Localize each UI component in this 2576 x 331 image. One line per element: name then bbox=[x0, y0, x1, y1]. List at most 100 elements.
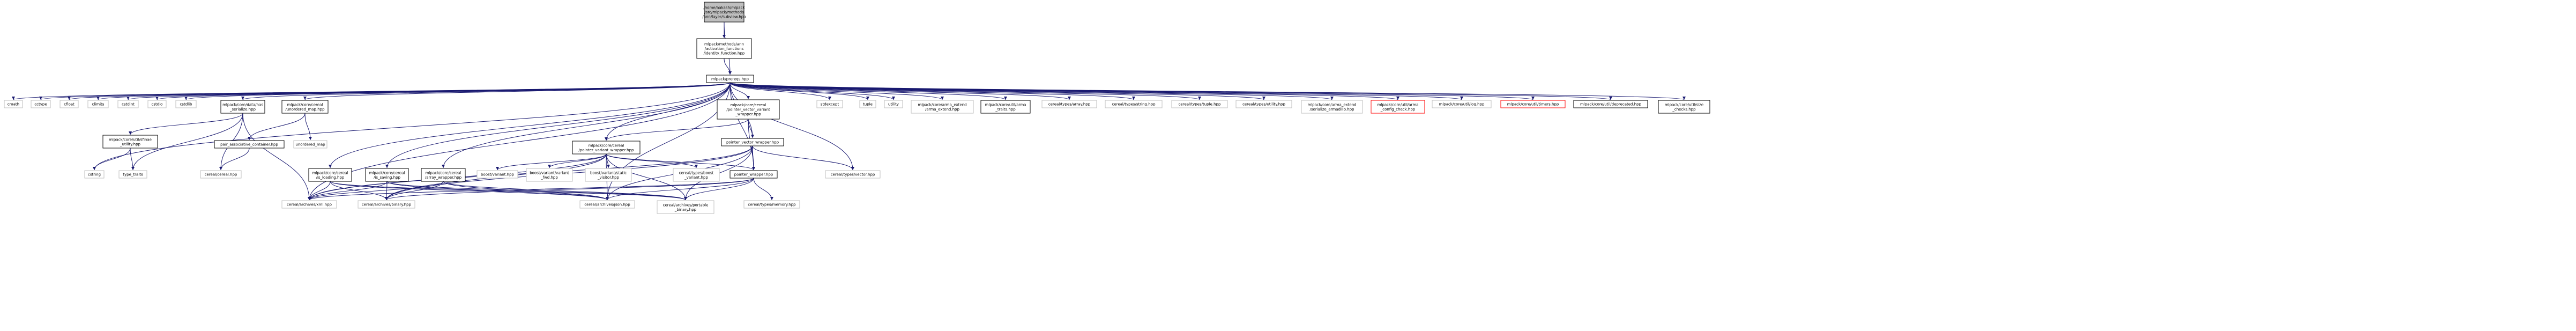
edge-ptr_variant_wrapper2-to-cereal_boost_variant bbox=[606, 153, 698, 168]
node-box bbox=[118, 170, 147, 179]
node-label: cstdio bbox=[152, 102, 163, 107]
edge-is_loading-to-archives_binary bbox=[330, 181, 388, 201]
node-size_checks[interactable]: mlpack/core/util/size_checks.hpp bbox=[1658, 100, 1710, 114]
node-box bbox=[175, 100, 197, 108]
node-pointer_wrapper[interactable]: pointer_wrapper.hpp bbox=[729, 170, 778, 179]
node-box bbox=[696, 38, 752, 59]
node-cereal_tuple: cereal/types/tuple.hpp bbox=[1171, 100, 1228, 108]
edge-prereqs-to-cstdio bbox=[155, 82, 731, 100]
node-box bbox=[200, 170, 242, 179]
node-label: tuple bbox=[863, 102, 873, 107]
node-cstdio: cstdio bbox=[147, 100, 167, 108]
node-arma_config_check: mlpack/core/util/arma_config_check.hpp bbox=[1371, 100, 1425, 114]
node-box bbox=[293, 140, 327, 149]
edge-prereqs-to-climits bbox=[96, 82, 731, 100]
node-array_wrapper[interactable]: mlpack/core/cereal/array_wrapper.hpp bbox=[421, 168, 466, 182]
edge-pair_assoc-to-cereal_cereal bbox=[219, 148, 250, 171]
node-box bbox=[1658, 100, 1710, 114]
edge-prereqs-to-cstdint bbox=[126, 82, 731, 100]
node-arma_extend: mlpack/core/arma_extend/arma_extend.hpp bbox=[911, 100, 974, 114]
node-box bbox=[87, 100, 109, 108]
node-tuple: tuple bbox=[859, 100, 876, 108]
edge-prereqs-to-unordered_map_hpp bbox=[303, 82, 731, 100]
node-is_saving[interactable]: mlpack/core/cereal/is_saving.hpp bbox=[365, 168, 409, 182]
node-box bbox=[1041, 100, 1097, 108]
node-is_loading[interactable]: mlpack/core/cereal/is_loading.hpp bbox=[308, 168, 352, 182]
node-box bbox=[859, 100, 876, 108]
node-label: mlpack/core/cereal/is_saving.hpp bbox=[369, 171, 405, 180]
node-label: unordered_map bbox=[295, 143, 325, 147]
node-label: mlpack/core/util/arma_config_check.hpp bbox=[1378, 102, 1419, 112]
node-box bbox=[281, 200, 337, 209]
node-label: cmath bbox=[8, 102, 19, 107]
node-label: cereal/archives/json.hpp bbox=[584, 203, 630, 207]
node-box bbox=[31, 100, 51, 108]
node-box bbox=[281, 100, 329, 114]
node-box bbox=[308, 168, 352, 182]
node-ptr_variant_wrapper[interactable]: mlpack/core/cereal/pointer_vector_varian… bbox=[717, 99, 780, 120]
node-label: mlpack/core/cereal/pointer_vector_varian… bbox=[726, 103, 770, 116]
node-arma_traits[interactable]: mlpack/core/util/arma_traits.hpp bbox=[980, 100, 1031, 114]
node-label: cereal/types/tuple.hpp bbox=[1179, 102, 1221, 107]
node-box bbox=[884, 100, 903, 108]
edge-ptr_variant_wrapper2-to-boost_variant_fwd bbox=[548, 153, 607, 168]
node-box bbox=[477, 170, 518, 179]
node-label: cfloat bbox=[64, 102, 75, 107]
node-label: utility bbox=[888, 102, 899, 107]
node-prereqs[interactable]: mlpack/prereqs.hpp bbox=[706, 75, 754, 83]
node-cereal_cereal: cereal/cereal.hpp bbox=[200, 170, 242, 179]
node-cmath: cmath bbox=[4, 100, 23, 108]
node-box bbox=[816, 100, 843, 108]
edge-ptr_variant_wrapper2-to-archives_portable bbox=[606, 153, 687, 201]
node-label: mlpack/core/cereal/unordered_map.hpp bbox=[285, 102, 325, 112]
node-box bbox=[825, 170, 881, 179]
edge-unordered_map_hpp-to-pair_assoc bbox=[248, 113, 306, 141]
edge-ptr_variant_wrapper-to-ptr_variant_wrapper2 bbox=[605, 119, 749, 141]
edge-sfinae-to-cstring bbox=[93, 148, 131, 171]
node-ptr_variant_wrapper2[interactable]: mlpack/core/cereal/pointer_variant_wrapp… bbox=[572, 141, 641, 155]
edge-prereqs-to-utility bbox=[729, 82, 895, 100]
node-label: cereal/types/memory.hpp bbox=[748, 203, 796, 207]
node-box bbox=[220, 100, 265, 114]
node-cereal_string: cereal/types/string.hpp bbox=[1105, 100, 1163, 108]
node-box bbox=[4, 100, 23, 108]
edge-pointer_wrapper-to-archives_portable bbox=[684, 178, 754, 201]
edge-identity-to-prereqs bbox=[724, 58, 732, 75]
node-deprecated[interactable]: mlpack/core/util/deprecated.hpp bbox=[1573, 100, 1648, 108]
node-pair_assoc[interactable]: pair_associative_container.hpp bbox=[214, 140, 285, 149]
node-label: stdexcept bbox=[821, 102, 839, 107]
node-cfloat: cfloat bbox=[59, 100, 79, 108]
node-label: mlpack/core/util/size_checks.hpp bbox=[1665, 102, 1703, 112]
node-box bbox=[1301, 100, 1363, 114]
node-climits: climits bbox=[87, 100, 109, 108]
edge-prereqs-to-is_loading bbox=[329, 82, 731, 168]
node-cstring: cstring bbox=[84, 170, 105, 179]
node-cereal_boost_variant: cereal/types/boost_variant.hpp bbox=[673, 168, 720, 182]
node-has_serialize[interactable]: mlpack/core/data/has_serialize.hpp bbox=[220, 100, 265, 114]
edge-prereqs-to-size_checks bbox=[729, 82, 1686, 100]
node-label: mlpack/core/util/log.hpp bbox=[1439, 102, 1485, 107]
edge-is_loading-to-archives_json bbox=[330, 181, 609, 201]
node-box bbox=[911, 100, 974, 114]
node-unordered_map_hpp[interactable]: mlpack/core/cereal/unordered_map.hpp bbox=[281, 100, 329, 114]
node-box bbox=[729, 170, 778, 179]
node-label: pair_associative_container.hpp bbox=[220, 143, 278, 147]
node-box bbox=[526, 168, 573, 182]
node-box bbox=[585, 168, 632, 182]
node-identity[interactable]: mlpack/methods/ann/activation_functions/… bbox=[696, 38, 752, 59]
node-label: mlpack/core/util/timers.hpp bbox=[1507, 102, 1559, 107]
node-ptr_vector_wrapper[interactable]: pointer_vector_wrapper.hpp bbox=[721, 138, 784, 146]
edge-prereqs-to-cstring bbox=[93, 82, 731, 171]
node-serialize_armadillo: mlpack/core/arma_extend/serialize_armadi… bbox=[1301, 100, 1363, 114]
node-label: mlpack/prereqs.hpp bbox=[711, 77, 749, 82]
node-label: mlpack/core/util/arma_traits.hpp bbox=[985, 102, 1026, 112]
edge-prereqs-to-arma_extend bbox=[729, 82, 944, 100]
node-sfinae[interactable]: mlpack/core/util/sfinae_utility.hpp bbox=[102, 135, 158, 149]
node-label: mlpack/methods/ann/activation_functions/… bbox=[704, 42, 745, 56]
edge-pointer_wrapper-to-archives_binary bbox=[385, 178, 754, 201]
node-box bbox=[102, 135, 158, 149]
edge-prereqs-to-cstdlib bbox=[184, 82, 731, 100]
node-box bbox=[147, 100, 167, 108]
node-cereal_utility: cereal/types/utility.hpp bbox=[1235, 100, 1292, 108]
